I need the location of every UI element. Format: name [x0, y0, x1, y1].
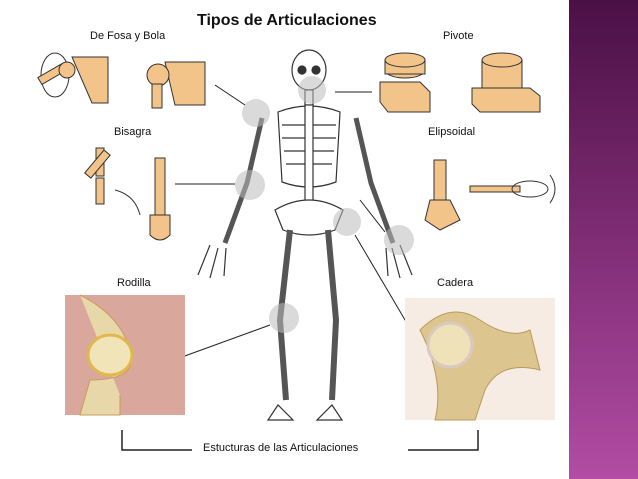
hip-illustration — [405, 298, 555, 421]
footer-caption: Estucturas de las Articulaciones — [203, 442, 359, 454]
knee-illustration — [65, 294, 185, 416]
pivot-illustration — [379, 52, 541, 113]
label-hip: Cadera — [437, 277, 474, 289]
footer-bracket — [121, 430, 479, 451]
ball-socket-illustration — [37, 52, 206, 109]
diagram-title: Tipos de Articulaciones — [197, 12, 377, 29]
ellipsoid-illustration — [424, 159, 556, 231]
joint-highlights — [235, 76, 414, 333]
accent-sidebar — [569, 0, 638, 479]
label-knee: Rodilla — [117, 277, 151, 289]
joints-diagram — [37, 49, 556, 451]
label-ellipsoid: Elipsoidal — [428, 126, 476, 138]
label-pivot: Pivote — [443, 30, 474, 42]
pointer-arrows — [159, 84, 409, 366]
label-hinge: Bisagra — [114, 126, 152, 138]
skeleton — [197, 49, 413, 421]
hinge-illustration — [84, 147, 171, 241]
label-ball-socket: De Fosa y Bola — [90, 30, 166, 42]
